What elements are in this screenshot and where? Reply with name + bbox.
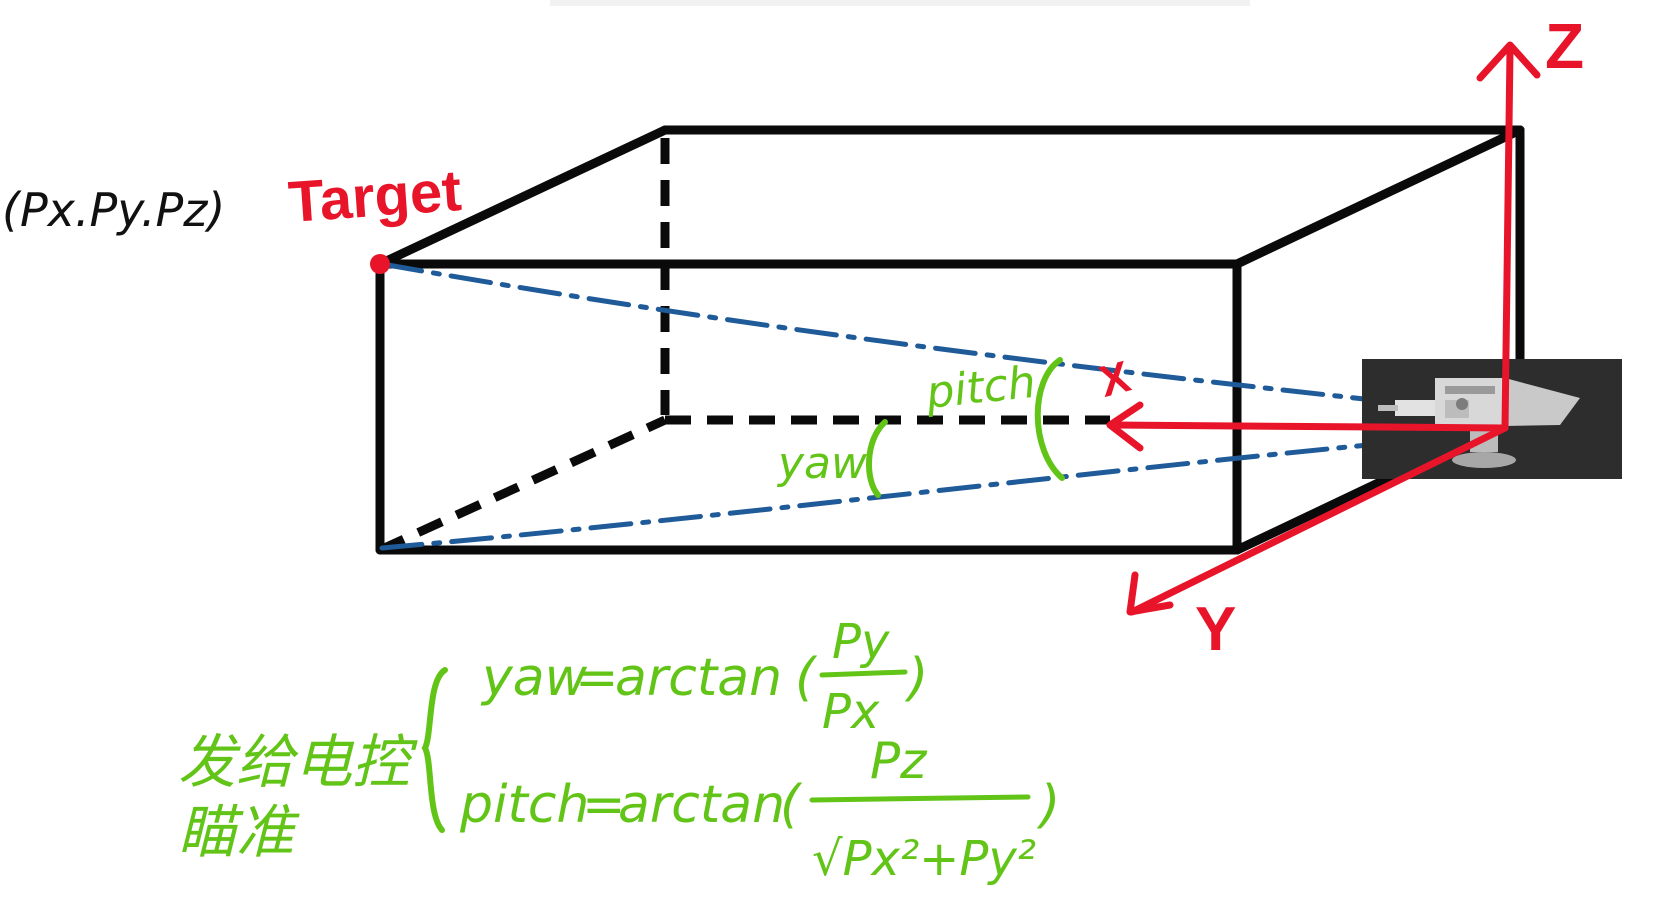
yaw-formula-close-paren: ) [904,648,928,708]
x-axis [1108,421,1509,432]
yaw-fraction-bar [819,669,908,678]
x-axis-label: X [1094,352,1135,407]
top-strip [550,0,1250,6]
formula-group-label-line2: 瞄准 [178,798,300,866]
target-dot-icon [370,254,390,274]
yaw-formula-open-paren: ( [795,648,818,708]
y-axis-label: Y [1195,595,1236,664]
cuboid-box [375,125,1525,555]
pitch-arc [1034,357,1065,481]
y-axis-arrowhead [1126,571,1174,616]
sightline-to-target [379,261,1423,408]
z-axis-label: Z [1545,10,1584,82]
z-axis [1501,46,1514,432]
pitch-formula-open-paren: ( [780,775,803,835]
cuboid-hidden-edges [378,138,1110,555]
sight-lines [379,261,1423,551]
y-axis [1128,424,1509,616]
coordinate-axes [1106,41,1541,616]
pitch-formula-close-paren: ) [1036,775,1060,835]
target-coordinate: (Px.Py.Pz) [2,183,225,237]
yaw-formula: yaw = arctan ( Py Px ) [480,614,928,740]
pitch-formula: pitch = arctan ( Pz √Px²+Py² ) [459,732,1060,887]
formula-brace [421,667,448,833]
pitch-fraction-bar [809,794,1031,803]
yaw-label: yaw [776,438,868,489]
sightline-to-corner [379,437,1423,551]
yaw-formula-denominator: Px [822,684,880,740]
yaw-arc [866,419,888,498]
angle-annotations: pitch yaw [776,357,1065,498]
turret-image [1362,359,1622,479]
pitch-label: pitch [923,357,1038,419]
pitch-formula-lhs: pitch [459,775,589,835]
yaw-formula-equals: = [575,648,619,708]
yaw-formula-numerator: Py [832,614,890,670]
target-label: Target [286,158,463,235]
pitch-formula-denominator: √Px²+Py² [812,831,1036,887]
pitch-formula-function: arctan [618,775,785,835]
pitch-formula-numerator: Pz [870,732,928,790]
yaw-formula-function: arctan [615,648,782,708]
x-axis-arrowhead [1106,401,1144,452]
yaw-formula-lhs: yaw [480,648,588,708]
z-axis-arrowhead [1476,41,1541,82]
formula-group-label-line1: 发给电控 [178,728,418,796]
pitch-formula-equals: = [582,775,626,835]
